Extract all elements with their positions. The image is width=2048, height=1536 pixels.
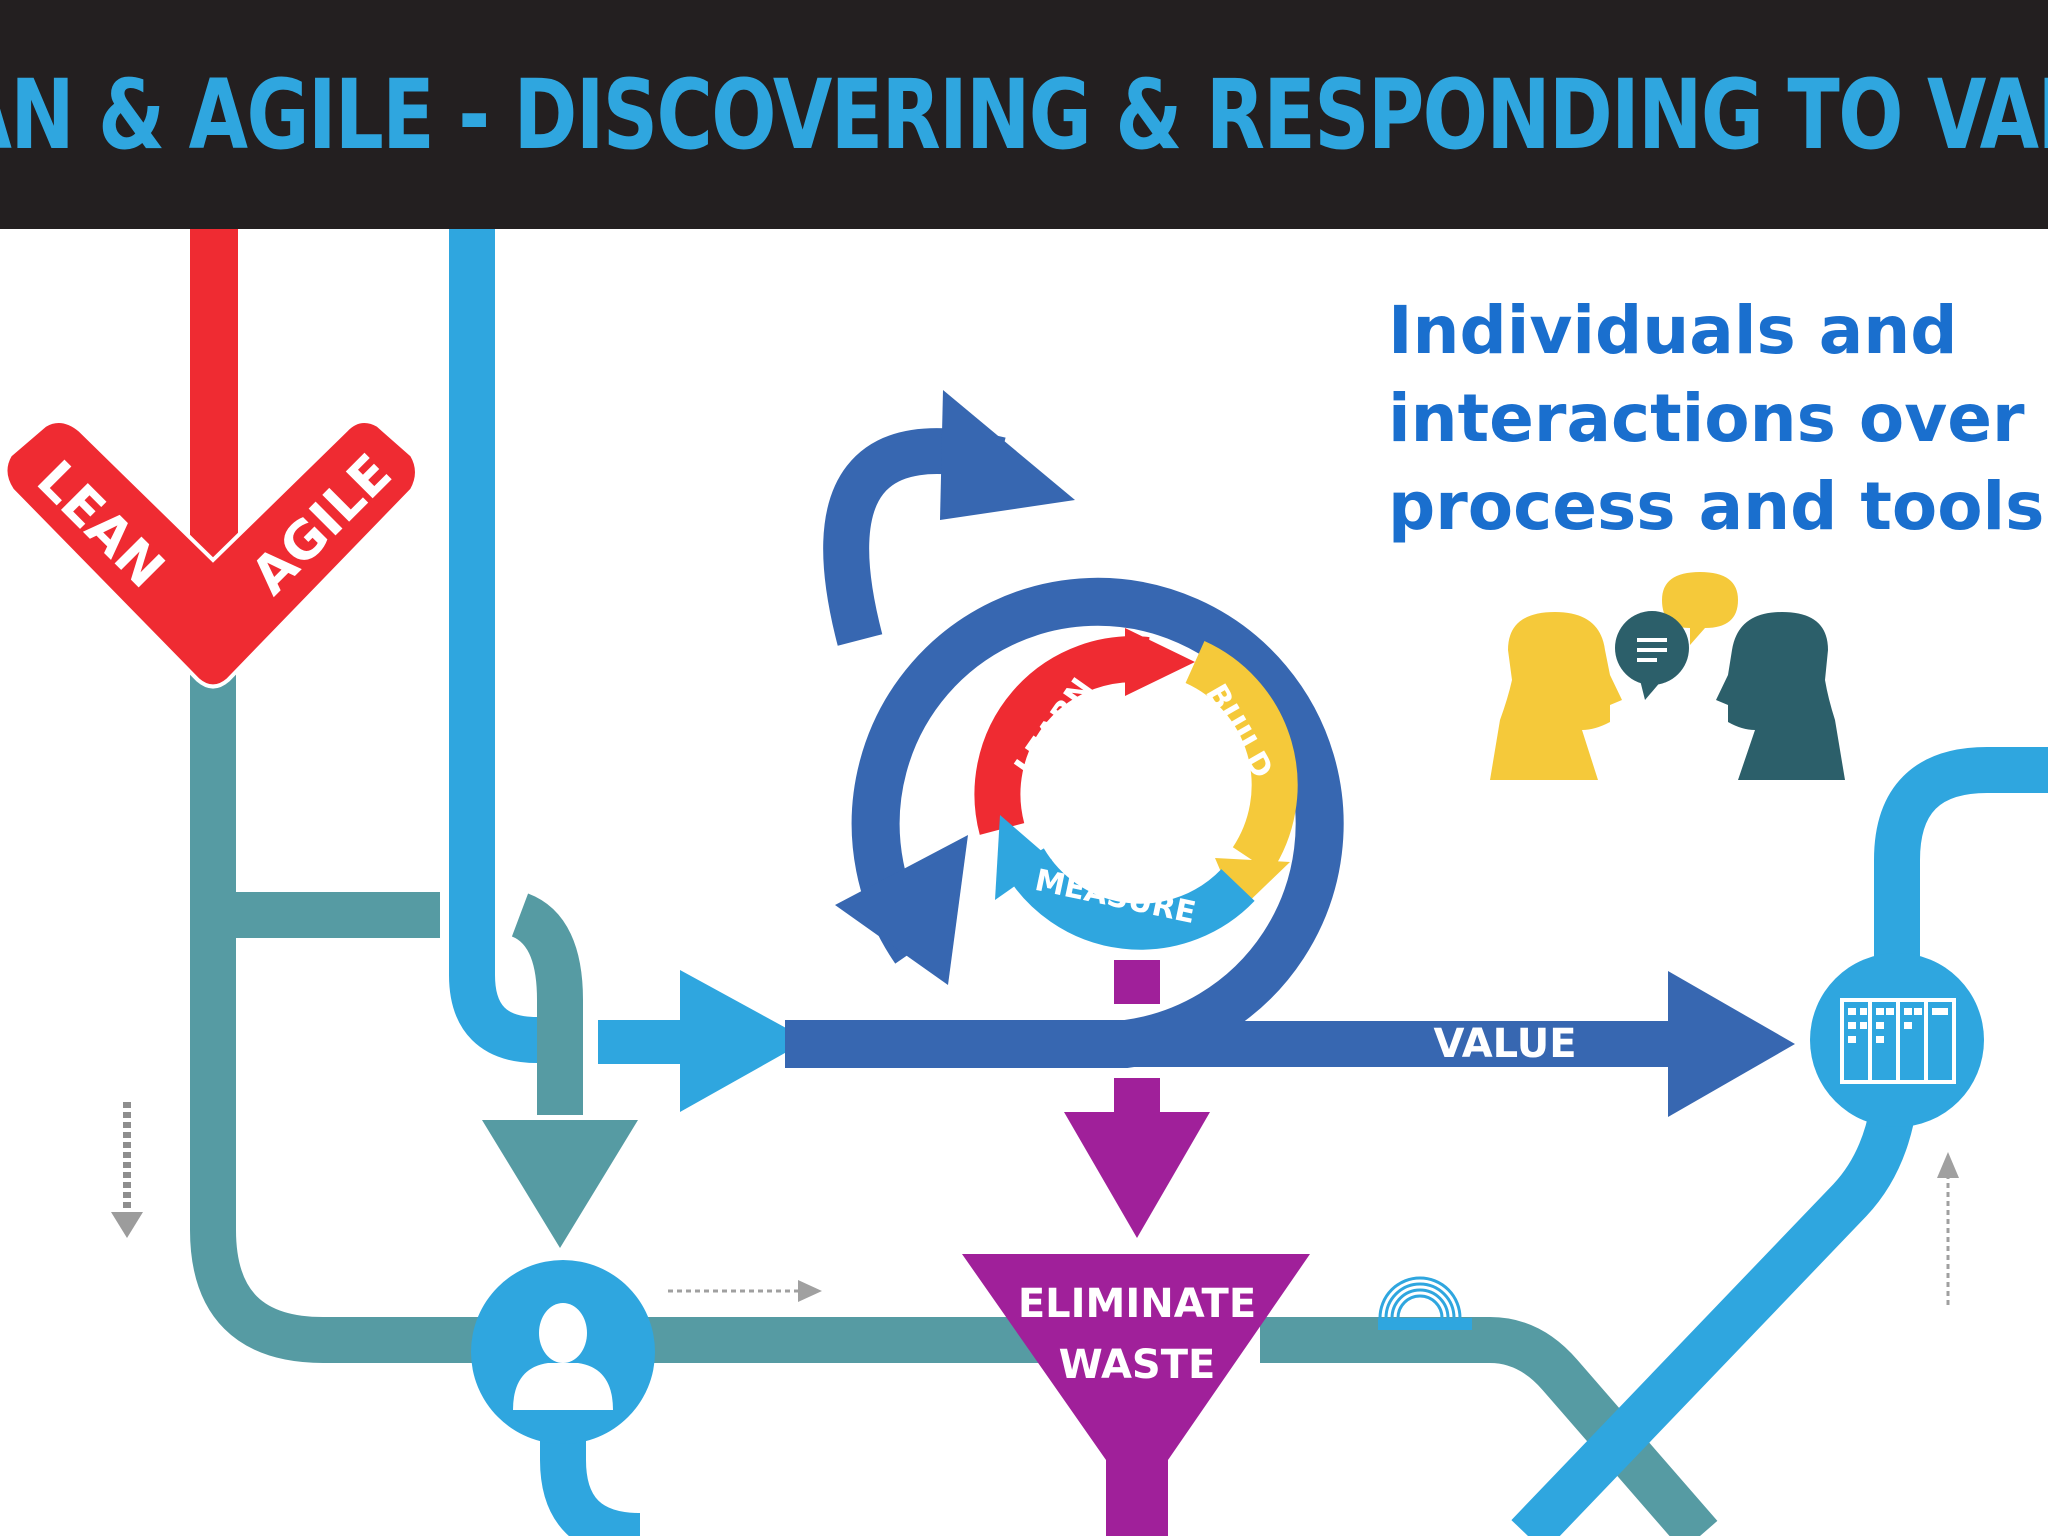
person-icon bbox=[513, 1303, 613, 1410]
funnel-line-1: ELIMINATE bbox=[1018, 1281, 1256, 1327]
diagram: LEAN AGILE VALUE LEARN BUILD MEASURE ELI… bbox=[3, 229, 2048, 1536]
teal-flow-lines bbox=[190, 665, 1718, 1536]
quote-line-1: Individuals and bbox=[1388, 292, 1957, 369]
purple-stub bbox=[1114, 960, 1160, 1004]
quote-line-3: process and tools bbox=[1388, 468, 2044, 545]
quote-line-2: interactions over bbox=[1388, 380, 2025, 457]
eliminate-waste-funnel bbox=[962, 1254, 1310, 1536]
kanban-board-icon bbox=[1840, 998, 1956, 1084]
yellow-head-icon bbox=[1490, 612, 1622, 780]
person-node bbox=[471, 1260, 655, 1444]
light-blue-arrow bbox=[680, 970, 808, 1112]
red-arrow-shaft bbox=[190, 229, 238, 589]
teal-down-arrow bbox=[482, 1120, 638, 1248]
dotted-arrow-up bbox=[1937, 1152, 1959, 1305]
learn-segment bbox=[974, 636, 1150, 835]
measure-arrow-head bbox=[995, 815, 1052, 900]
value-arrow-head bbox=[1668, 971, 1795, 1117]
title-bar bbox=[0, 0, 2048, 229]
slide-title: LEAN & AGILE - DISCOVERING & RESPONDING … bbox=[0, 58, 2048, 171]
purple-arrow-head bbox=[1064, 1112, 1210, 1238]
value-arrow-shaft bbox=[1126, 1021, 1691, 1067]
learn-arrow-head bbox=[1125, 628, 1195, 696]
build-segment bbox=[1185, 641, 1298, 873]
kanban-node bbox=[1810, 953, 1984, 1127]
dark-head-icon bbox=[1716, 612, 1845, 780]
dotted-arrow-right bbox=[668, 1280, 822, 1302]
curl-arrow-head bbox=[940, 390, 1075, 520]
loop-arrow-head bbox=[835, 835, 968, 985]
value-loop bbox=[785, 577, 1344, 1068]
dotted-arrow-icon bbox=[111, 1102, 143, 1238]
slinky-base bbox=[1378, 1318, 1472, 1330]
lean-agile-badge bbox=[3, 419, 419, 689]
measure-segment bbox=[1004, 847, 1255, 950]
value-label: VALUE bbox=[1433, 1021, 1576, 1067]
slinky-icon bbox=[1378, 1276, 1462, 1319]
funnel-line-2: WASTE bbox=[1059, 1342, 1216, 1388]
speech-bubble-icon bbox=[1615, 572, 1738, 700]
learn-build-measure-cycle: LEARN BUILD MEASURE bbox=[974, 628, 1298, 950]
agile-quote: Individuals and interactions over proces… bbox=[1388, 292, 2044, 545]
